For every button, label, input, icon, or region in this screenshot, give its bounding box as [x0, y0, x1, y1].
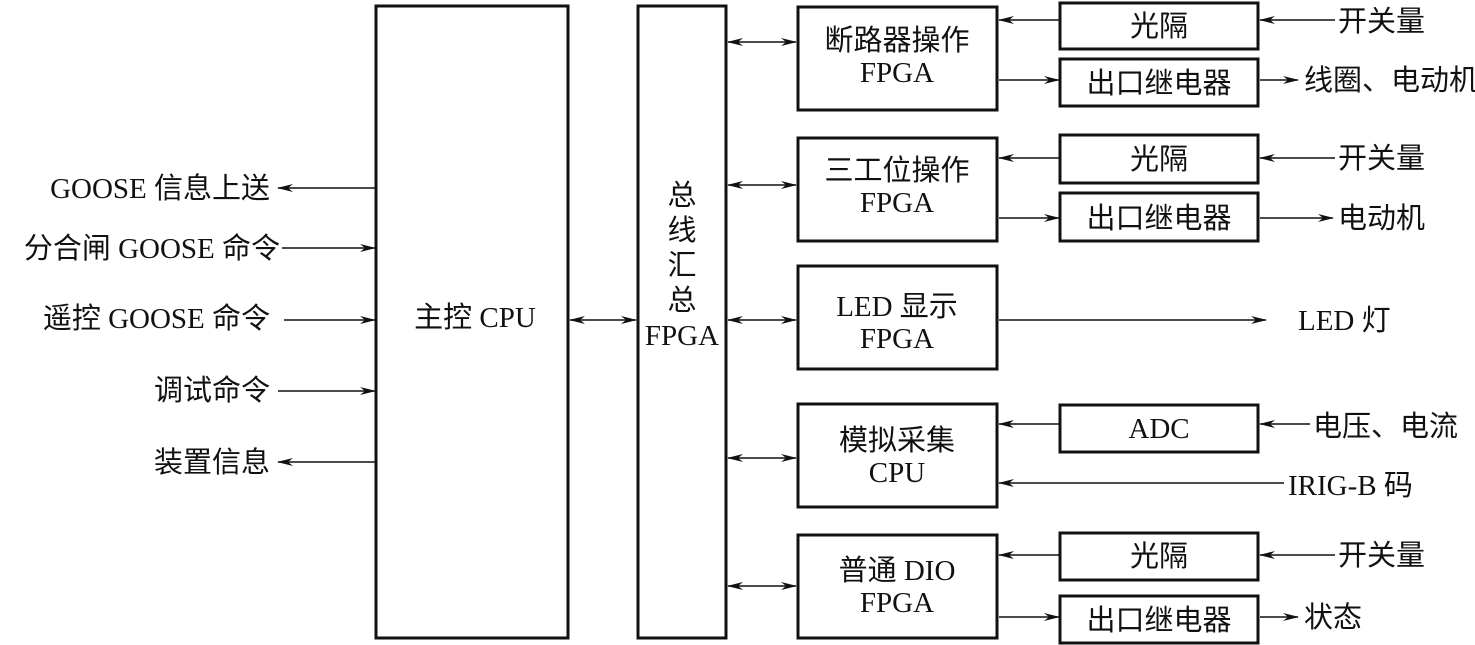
breaker-opto-block: 光隔 [1058, 1, 1260, 51]
bus-fpga-label-line: 总 [667, 284, 696, 317]
module-label-line: 断路器操作 [824, 24, 969, 57]
sub-block-label: ADC [1128, 413, 1189, 445]
main-cpu-block: 主控 CPU [374, 4, 570, 640]
external-signal-label: 开关量 [1338, 142, 1425, 175]
left-signal-remote-goose-command: 遥控 GOOSE 命令 [43, 302, 376, 335]
module-label-line: CPU [869, 457, 925, 489]
dio-opto-block: 光隔 [1058, 531, 1260, 582]
sub-block-label: 出口继电器 [1086, 604, 1231, 637]
signal-label: 调试命令 [154, 374, 270, 407]
breaker-relay-block: 出口继电器 [1058, 57, 1260, 108]
bus-fpga-label-line: 线 [667, 214, 696, 247]
dio-relay-block: 出口继电器 [1058, 594, 1260, 645]
sub-block-label: 光隔 [1130, 10, 1188, 43]
left-signal-device-info: 装置信息 [154, 446, 376, 479]
signal-label: 分合闸 GOOSE 命令 [24, 232, 280, 265]
module-label-line: 三工位操作 [824, 154, 969, 187]
three-position-fpga-block: 三工位操作 FPGA [796, 136, 999, 243]
signal-label: 遥控 GOOSE 命令 [43, 302, 270, 335]
sub-block-label: 光隔 [1130, 540, 1188, 573]
module-label-line: FPGA [860, 187, 934, 219]
external-signal-label: 状态 [1304, 601, 1362, 634]
analog-cpu-block: 模拟采集 CPU [796, 402, 999, 509]
module-label-line: FPGA [860, 323, 934, 355]
main-cpu-label: 主控 CPU [414, 301, 536, 334]
bus-fpga-label-line: 汇 [667, 250, 696, 282]
left-signal-switch-goose-command: 分合闸 GOOSE 命令 [24, 232, 376, 265]
sub-block-label: 光隔 [1130, 143, 1188, 176]
led-fpga-block: LED 显示 FPGA [796, 264, 999, 371]
module-label-line: 普通 DIO [839, 554, 956, 587]
breaker-fpga-block: 断路器操作 FPGA [796, 5, 999, 112]
module-label-line: LED 显示 [836, 291, 958, 323]
left-signal-goose-upload: GOOSE 信息上送 [50, 172, 376, 205]
module-label-line: FPGA [860, 57, 934, 89]
adc-block: ADC [1058, 403, 1260, 454]
module-label-line: 模拟采集 [839, 424, 955, 457]
external-signal-label: 开关量 [1338, 539, 1425, 572]
bus-fpga-label-line: FPGA [645, 320, 719, 352]
left-signal-debug-command: 调试命令 [154, 374, 376, 407]
external-signal-label: IRIG-B 码 [1288, 470, 1413, 502]
external-signal-label: LED 灯 [1298, 304, 1391, 337]
external-signal-label: 电动机 [1338, 202, 1425, 235]
three-position-relay-block: 出口继电器 [1058, 191, 1260, 243]
signal-label: 装置信息 [154, 446, 270, 479]
three-position-opto-block: 光隔 [1058, 133, 1260, 185]
bus-fpga-label-line: 总 [667, 179, 696, 212]
bus-fpga-block: 总 线 汇 总 FPGA [636, 4, 728, 640]
signal-label: GOOSE 信息上送 [50, 172, 270, 205]
sub-block-label: 出口继电器 [1086, 202, 1231, 235]
module-label-line: FPGA [860, 587, 934, 619]
external-signal-label: 开关量 [1338, 5, 1425, 38]
external-signal-label: 线圈、电动机 [1304, 64, 1475, 97]
external-signal-label: 电压、电流 [1313, 410, 1458, 443]
dio-fpga-block: 普通 DIO FPGA [796, 533, 999, 640]
sub-block-label: 出口继电器 [1086, 67, 1231, 100]
